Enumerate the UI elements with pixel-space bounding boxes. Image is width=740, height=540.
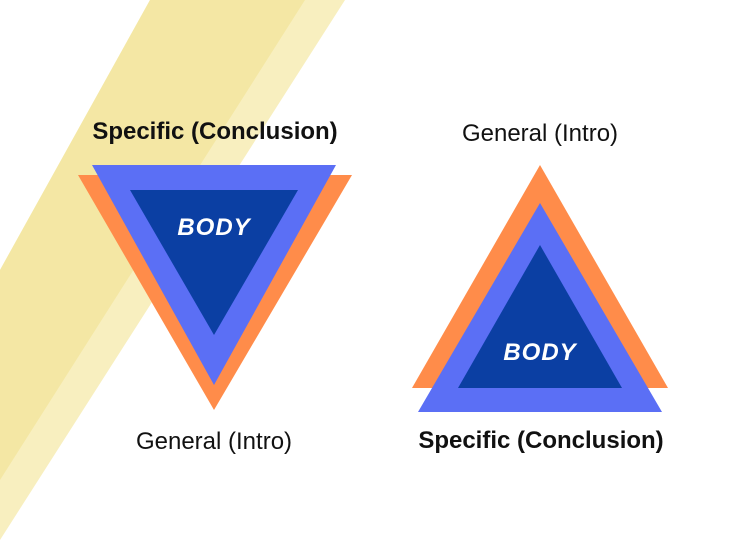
left-body-label: BODY [177,214,251,241]
left-top-label: Specific (Conclusion) [92,118,338,145]
right-triangle-body [458,245,622,388]
right-bottom-label: Specific (Conclusion) [418,427,664,454]
left-bottom-label: General (Intro) [135,428,293,455]
right-top-label: General (Intro) [461,120,619,147]
left-triangle-body [130,190,298,335]
right-body-label: BODY [503,339,577,366]
